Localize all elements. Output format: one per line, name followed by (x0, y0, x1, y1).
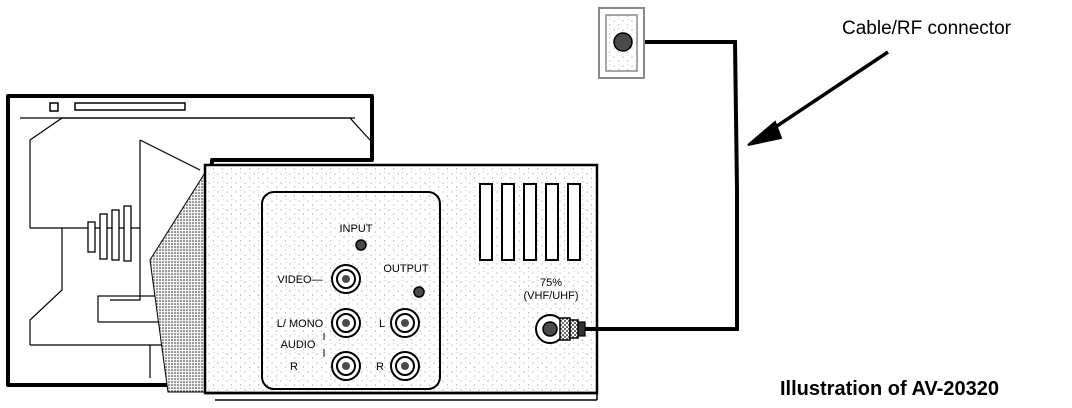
output-indicator (413, 286, 425, 298)
impedance-label: 75% (540, 277, 562, 289)
audio-l-mono-jack[interactable] (331, 308, 361, 338)
coaxial-wall-outlet-icon (598, 7, 645, 79)
panel-labels: INPUT OUTPUT VIDEO— L/ MONO AUDIO R L R … (277, 223, 579, 373)
cable-connector-label: Cable/RF connector (842, 18, 1011, 39)
video-jack[interactable] (331, 264, 361, 294)
pointer-arrow-icon (747, 50, 889, 146)
coax-plug-icon (559, 317, 586, 341)
audio-label: AUDIO (281, 339, 316, 351)
band-label: (VHF/UHF) (524, 290, 579, 302)
r-left-label: R (290, 361, 298, 373)
rf-terminal[interactable] (535, 314, 565, 344)
output-label: OUTPUT (383, 263, 429, 275)
input-label: INPUT (340, 223, 373, 235)
l-label: L (379, 318, 385, 330)
output-r-jack[interactable] (390, 351, 420, 381)
output-l-jack[interactable] (390, 308, 420, 338)
r-right-label: R (376, 361, 384, 373)
audio-r-jack[interactable] (331, 351, 361, 381)
l-mono-label: L/ MONO (277, 318, 324, 330)
video-label: VIDEO— (277, 274, 322, 286)
panel-vents (479, 183, 581, 261)
figure-caption: Illustration of AV-20320 (780, 378, 999, 400)
input-indicator (355, 239, 367, 251)
coax-cable (585, 40, 739, 331)
